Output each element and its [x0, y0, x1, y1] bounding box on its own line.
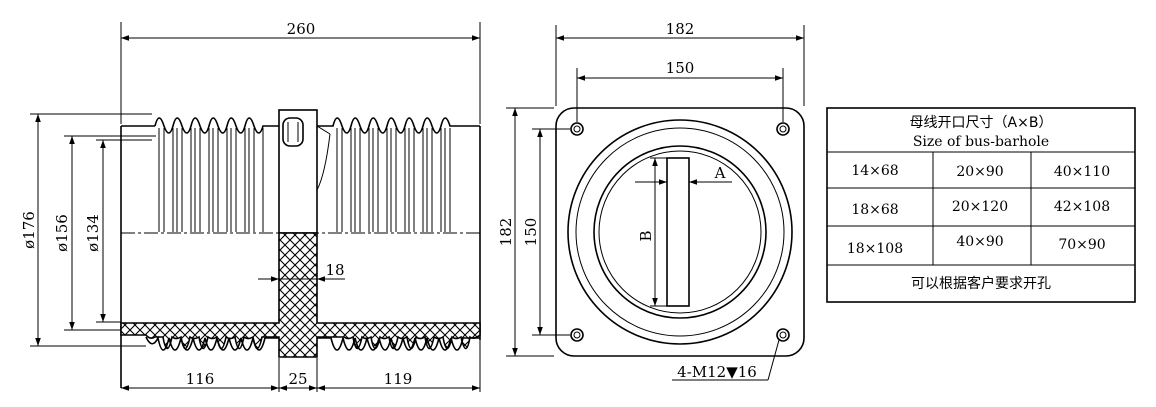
table-cell: 20×90: [956, 164, 1003, 180]
dim-right-length-label: 119: [384, 370, 413, 388]
hole-callout: 4-M12▼16: [672, 339, 780, 381]
dim-bottom: 116 25 119: [121, 340, 481, 392]
table-title-en: Size of bus-barhole: [913, 134, 1049, 150]
hole-callout-label: 4-M12▼16: [677, 363, 757, 381]
table-cell: 18×68: [851, 202, 898, 218]
front-inner-ring: [593, 145, 767, 319]
table-cell: 70×90: [1058, 237, 1105, 253]
dim-front-height-outer-label: 182: [497, 218, 515, 247]
table-cell: 40×90: [956, 234, 1003, 250]
dim-overall-length: 260: [120, 20, 481, 124]
table-cell: 14×68: [851, 163, 898, 179]
dim-front-width-holes-label: 150: [666, 59, 695, 77]
dim-dia-mid: ø156: [53, 135, 156, 331]
dim-front-width-outer-label: 182: [666, 20, 695, 38]
dim-dia-outer: ø176: [20, 113, 152, 347]
slot-a-label: A: [714, 164, 726, 182]
side-view: 260 ø176 ø156 ø134 18: [20, 20, 481, 392]
dim-dia-mid-label: ø156: [53, 214, 71, 252]
dim-dia-inner: ø134: [84, 139, 152, 323]
top-bellows: [154, 117, 455, 232]
dim-front-height-holes: 150: [522, 128, 570, 336]
dim-rib-thickness: 18: [258, 261, 345, 282]
bottom-bellows: [145, 335, 480, 351]
dim-left-length-label: 116: [186, 370, 215, 388]
front-flange-plate: [555, 107, 805, 357]
dim-front-height-outer: 182: [497, 107, 554, 357]
front-outer-ring: [567, 119, 793, 345]
dim-overall-length-label: 260: [287, 20, 316, 38]
table-cell: 18×108: [847, 241, 903, 257]
dim-front-height-holes-label: 150: [522, 218, 540, 247]
dim-center-width-label: 25: [288, 370, 307, 388]
dim-front-width-outer: 182: [555, 20, 805, 106]
table-cell: 42×108: [1054, 199, 1110, 215]
slot-b-label: B: [637, 230, 655, 241]
front-mid-ring: [575, 127, 785, 337]
bolt-holes: [570, 122, 790, 342]
dim-rib-thickness-label: 18: [325, 261, 344, 279]
dim-front-width-holes: 150: [576, 59, 784, 122]
table-cell: 20×120: [952, 199, 1008, 215]
front-view: B A 182 150 182: [497, 20, 805, 381]
table-title-cn: 母线开口尺寸（A×B）: [910, 115, 1053, 131]
table-cell: 40×110: [1054, 164, 1110, 180]
center-flange: [278, 109, 331, 234]
dim-dia-outer-label: ø176: [20, 211, 38, 249]
front-inner-ring-2: [598, 150, 762, 314]
busbar-size-table: 母线开口尺寸（A×B） Size of bus-barhole 14×68 20…: [826, 107, 1136, 303]
table-footer: 可以根据客户要求开孔: [911, 275, 1051, 292]
busbar-slot: B A: [635, 157, 732, 307]
dim-dia-inner-label: ø134: [84, 214, 102, 252]
